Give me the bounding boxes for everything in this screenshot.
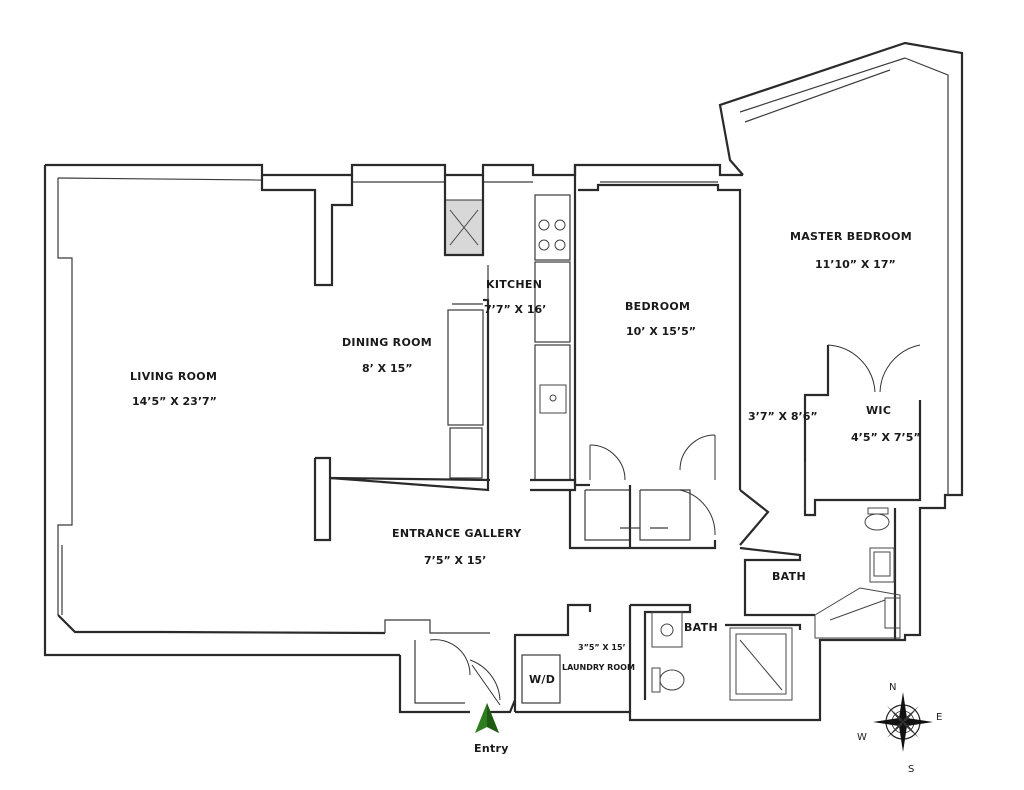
entrance-gallery-dims: 7’5” X 15’ bbox=[424, 554, 486, 567]
master-bedroom-name: MASTER BEDROOM bbox=[790, 230, 912, 243]
interior-walls bbox=[260, 165, 922, 712]
lower-bath-name: BATH bbox=[684, 621, 718, 634]
dining-room-dims: 8’ X 15” bbox=[362, 362, 413, 375]
kitchen-name: KITCHEN bbox=[486, 278, 542, 291]
wic-dims: 4’5” X 7’5” bbox=[851, 431, 921, 444]
bedroom-dims: 10’ X 15’5” bbox=[626, 325, 696, 338]
upper-bath-name: BATH bbox=[772, 570, 806, 583]
laundry-room-name: LAUNDRY ROOM bbox=[562, 663, 635, 672]
entry-marker: Entry bbox=[474, 703, 509, 755]
bedroom-name: BEDROOM bbox=[625, 300, 690, 313]
compass-south: S bbox=[908, 764, 914, 775]
washer-dryer-label: W/D bbox=[529, 673, 555, 686]
room-labels: LIVING ROOM 14’5” X 23’7” DINING ROOM 8’… bbox=[130, 230, 921, 686]
kitchen-dims: 7’7” X 16’ bbox=[484, 303, 546, 316]
living-room-dims: 14’5” X 23’7” bbox=[132, 395, 217, 408]
wic-name: WIC bbox=[866, 404, 891, 417]
compass-west: W bbox=[857, 732, 867, 743]
outer-walls bbox=[43, 41, 964, 722]
closet-dims: 3’7” X 8’6” bbox=[748, 410, 818, 423]
compass-rose-icon: N E S W bbox=[857, 682, 942, 775]
compass-east: E bbox=[936, 712, 942, 723]
entrance-gallery-name: ENTRANCE GALLERY bbox=[392, 527, 522, 540]
living-room-name: LIVING ROOM bbox=[130, 370, 217, 383]
dining-room-name: DINING ROOM bbox=[342, 336, 432, 349]
compass-north: N bbox=[889, 682, 896, 693]
laundry-room-dims: 3”5” X 15’ bbox=[578, 643, 626, 652]
master-bedroom-dims: 11’10” X 17” bbox=[815, 258, 896, 271]
entry-label: Entry bbox=[474, 742, 509, 755]
